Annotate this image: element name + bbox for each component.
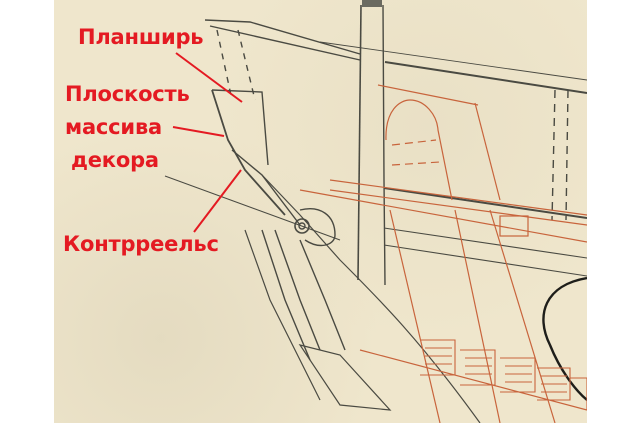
drawing-paper bbox=[54, 0, 587, 423]
red-ink-lines bbox=[299, 84, 587, 423]
leader-line-ploskost bbox=[172, 126, 225, 137]
leader-line-kontrreels bbox=[193, 169, 242, 233]
label-massiva: массива bbox=[65, 115, 163, 139]
label-kontrreels: Контрреельс bbox=[63, 232, 219, 256]
label-planshir: Планширь bbox=[78, 25, 204, 49]
leader-line-planshir bbox=[175, 52, 243, 103]
leader-lines bbox=[172, 52, 243, 233]
label-dekora: декора bbox=[71, 148, 159, 172]
pencil-lines bbox=[164, 0, 587, 423]
technical-drawing bbox=[164, 0, 587, 423]
label-ploskost: Плоскость bbox=[65, 82, 190, 106]
